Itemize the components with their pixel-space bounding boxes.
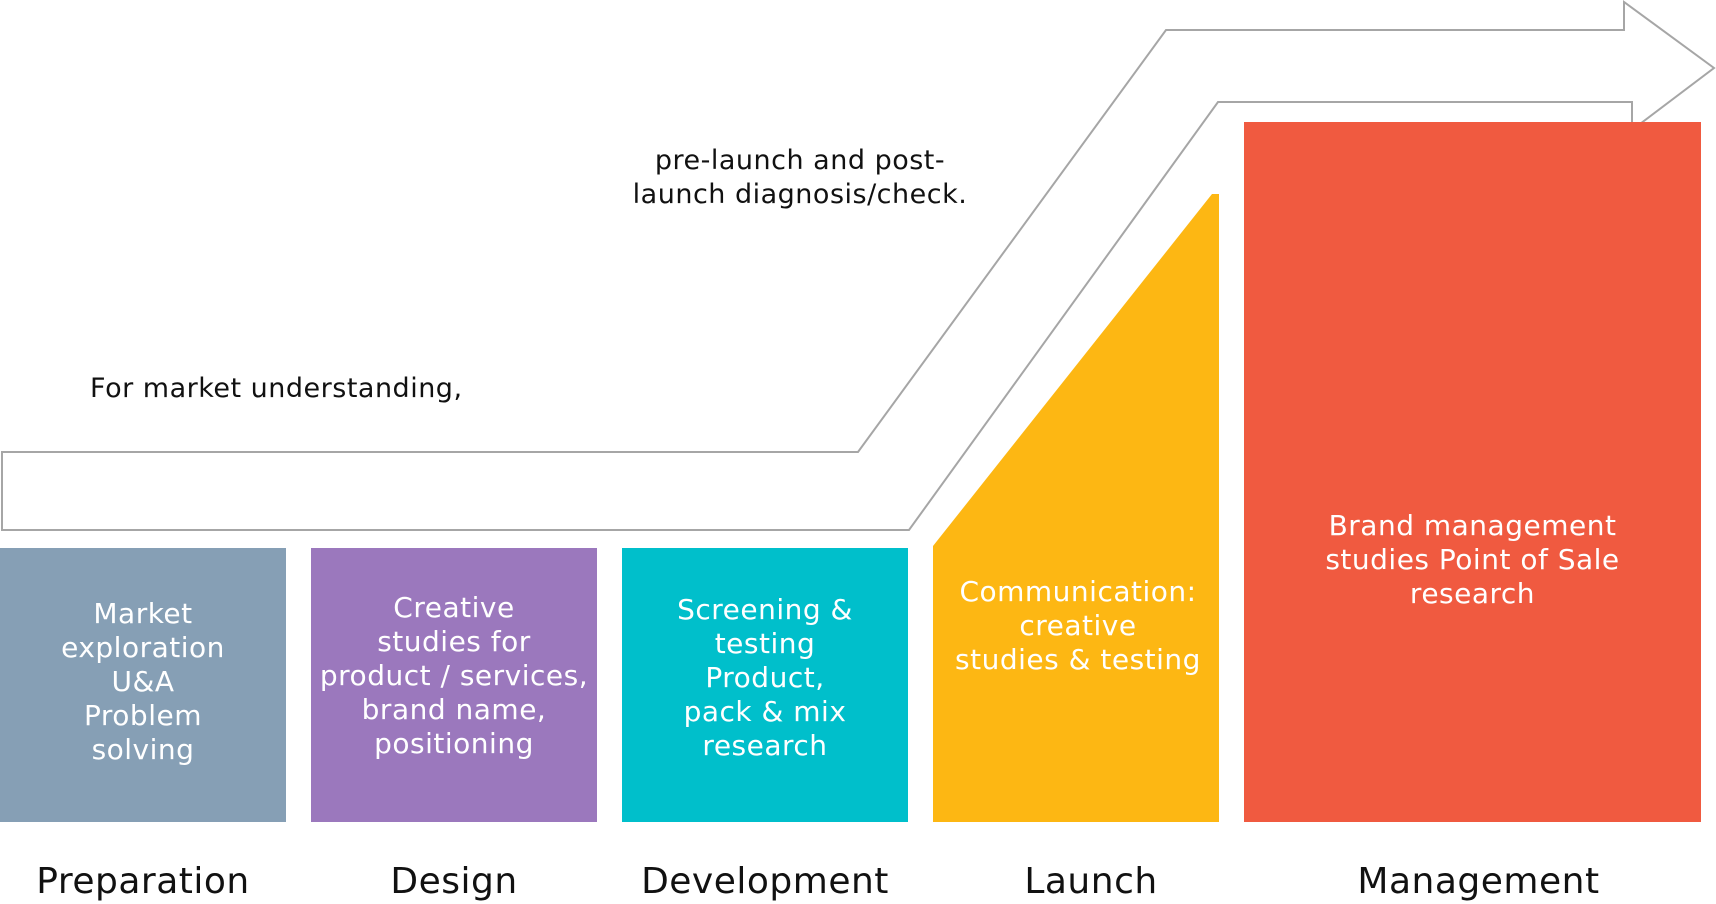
design-block [311,548,597,822]
design-line-5: positioning [374,727,534,760]
management-line-3: research [1409,577,1536,610]
preparation-line-1: Market [93,597,193,630]
launch-diagnosis-annotation: pre-launch and post- launch diagnosis/ch… [600,144,1000,212]
design-line-4: brand name, [361,693,547,726]
design-line-3: product / services, [319,659,589,692]
stage-label-launch: Launch [1024,861,1158,902]
design-line-2: studies for [377,625,531,658]
development-line-5: research [702,729,828,762]
preparation-line-4: Problem [84,699,202,732]
management-block [1244,122,1701,822]
market-understanding-annotation: For market understanding, [90,372,490,406]
development-line-2: testing [714,627,816,660]
design-block-text: Creative studies for product / services,… [311,591,597,761]
management-line-1: Brand management [1328,509,1617,542]
stage-label-development: Development [641,861,889,902]
stage-label-preparation: Preparation [36,861,250,902]
launch-line-3: studies & testing [955,643,1201,676]
stage-label-management: Management [1357,861,1600,902]
annotation-left-text: For market understanding, [90,373,463,404]
development-line-1: Screening & [677,593,853,626]
management-block-text: Brand management studies Point of Sale r… [1244,509,1701,611]
preparation-block-text: Market exploration U&A Problem solving [0,597,286,767]
development-line-4: pack & mix [683,695,847,728]
management-line-2: studies Point of Sale [1325,543,1620,576]
preparation-line-2: exploration [61,631,225,664]
process-arrow [1,0,1716,531]
launch-line-2: creative [1019,609,1137,642]
annotation-right-line-2: launch diagnosis/check. [632,179,968,210]
development-block [622,548,908,822]
annotation-right-line-1: pre-launch and post- [654,145,946,176]
preparation-line-5: solving [91,733,195,766]
preparation-line-3: U&A [111,665,175,698]
launch-block [933,194,1219,822]
development-line-3: Product, [705,661,825,694]
development-block-text: Screening & testing Product, pack & mix … [622,593,908,763]
launch-block-text: Communication: creative studies & testin… [933,575,1223,677]
stage-label-design: Design [390,861,518,902]
design-line-1: Creative [393,591,515,624]
launch-line-1: Communication: [959,575,1197,608]
preparation-block [0,548,286,822]
